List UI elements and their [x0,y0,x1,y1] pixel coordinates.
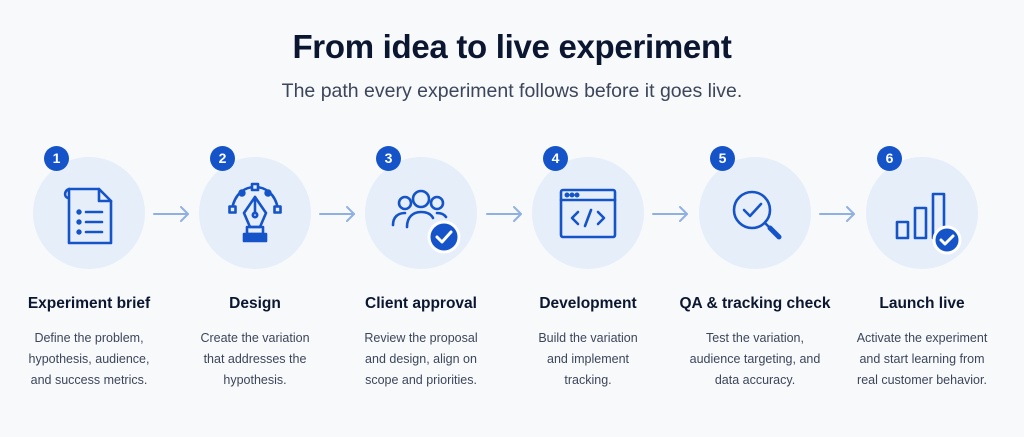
step-number-badge: 5 [710,146,735,171]
step-description-line: scope and priorities. [365,373,477,387]
step-description-line: and success metrics. [30,373,148,387]
team-approval-icon [365,157,477,269]
step-number-badge: 4 [543,146,568,171]
bar-chart-check-icon [866,157,978,269]
step-description: Build the variation and implement tracki… [499,328,677,391]
magnifier-check-icon [699,157,811,269]
step-description: Review the proposal and design, align on… [332,328,510,391]
step-description-line: Review the proposal [364,331,478,345]
step-experiment-brief: 1 Experiment brief Define the problem, h… [10,145,180,425]
pen-tool-icon [199,157,311,269]
step-description-line: hypothesis. [223,373,287,387]
step-description-line: audience targeting, and [689,352,821,366]
step-description: Create the variation that addresses the … [166,328,344,391]
step-label: Launch live [879,295,965,312]
arrow-right-icon [818,203,858,225]
step-description-line: and start learning from [859,352,985,366]
document-list-icon [33,157,145,269]
page-title: From idea to live experiment [292,28,732,65]
step-description-line: Create the variation [200,331,310,345]
step-client-approval: 3 Client approval Review the proposal an… [342,145,512,425]
step-description-line: hypothesis, audience, [28,352,150,366]
step-description-line: that addresses the [203,352,307,366]
step-description: Define the problem, hypothesis, audience… [0,328,178,391]
step-number-badge: 2 [210,146,235,171]
step-label: QA & tracking check [679,295,831,312]
page-subtitle: The path every experiment follows before… [281,80,743,102]
step-development: 4 Development Build the variation and im… [509,145,679,425]
code-window-icon [532,157,644,269]
step-label: Experiment brief [27,295,151,312]
step-description-line: Activate the experiment [856,331,988,345]
arrow-right-icon [152,203,192,225]
step-number-badge: 3 [376,146,401,171]
step-circle [866,157,978,269]
step-description: Activate the experiment and start learni… [833,328,1011,391]
step-description-line: and implement [547,352,629,366]
step-number-badge: 1 [44,146,69,171]
step-qa-tracking-check: 5 QA & tracking check Test the variation… [676,145,846,425]
step-description-line: real customer behavior. [857,373,987,387]
step-label: Client approval [365,295,477,312]
step-description-line: Define the problem, [34,331,144,345]
step-label: Development [539,295,637,312]
step-circle [532,157,644,269]
step-label: Design [229,295,281,312]
step-description-line: tracking. [564,373,612,387]
arrow-right-icon [485,203,525,225]
step-description-line: Test the variation, [706,331,804,345]
step-description-line: Build the variation [538,331,638,345]
step-design: 2 Design Create the variation that addre… [176,145,346,425]
arrow-right-icon [651,203,691,225]
step-circle [699,157,811,269]
step-launch-live: 6 Launch live Activate the experiment an… [843,145,1013,425]
step-description-line: data accuracy. [714,373,796,387]
step-number-badge: 6 [877,146,902,171]
step-description-line: and design, align on [365,352,477,366]
step-description: Test the variation, audience targeting, … [666,328,844,391]
arrow-right-icon [318,203,358,225]
